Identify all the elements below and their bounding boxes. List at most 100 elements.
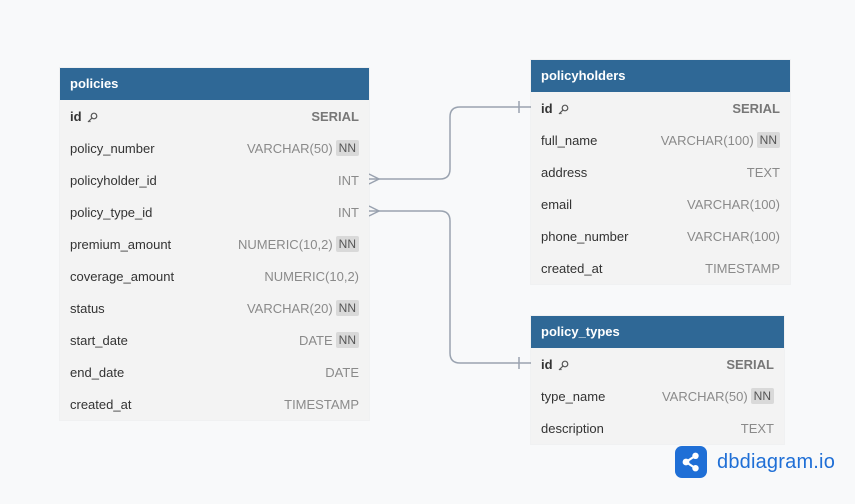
column-row-coverage-amount[interactable]: coverage_amount NUMERIC(10,2) (60, 260, 369, 292)
column-row-email[interactable]: email VARCHAR(100) (531, 188, 790, 220)
column-name-text: end_date (70, 364, 125, 380)
column-name-text: coverage_amount (70, 268, 175, 284)
column-name-text: status (70, 300, 105, 316)
column-type: NUMERIC(10,2) (264, 269, 359, 284)
column-row-id[interactable]: id SERIAL (531, 92, 790, 124)
column-row-address[interactable]: address TEXT (531, 156, 790, 188)
column-type-text: VARCHAR(100) (687, 228, 780, 244)
column-name: policy_type_id (70, 205, 152, 220)
column-row-phone-number[interactable]: phone_number VARCHAR(100) (531, 220, 790, 252)
table-columns: id SERIAL type_name VARCHAR(50)NN descriptio… (531, 348, 784, 444)
table-header-policy-types[interactable]: policy_types (531, 316, 784, 348)
column-row-policy-type-id[interactable]: policy_type_id INT (60, 196, 369, 228)
column-type-text: VARCHAR(20) (246, 300, 333, 316)
table-header-policies[interactable]: policies (60, 68, 369, 100)
column-name-text: premium_amount (70, 236, 172, 252)
relation-policyholder[interactable] (369, 106, 531, 180)
share-nodes-icon (675, 446, 707, 478)
column-name: id (541, 357, 569, 372)
column-type-text: DATE (325, 364, 359, 380)
column-name: email (541, 197, 572, 212)
column-row-id[interactable]: id SERIAL (60, 100, 369, 132)
column-name: description (541, 421, 604, 436)
column-row-id[interactable]: id SERIAL (531, 348, 784, 380)
column-type-text: DATE (298, 332, 333, 348)
crowfoot-many-policy-type (368, 205, 381, 217)
table-header-policyholders[interactable]: policyholders (531, 60, 790, 92)
column-name: premium_amount (70, 237, 171, 252)
column-name: policy_number (70, 141, 155, 156)
column-type: TIMESTAMP (705, 261, 780, 276)
column-row-policyholder-id[interactable]: policyholder_id INT (60, 164, 369, 196)
column-name-text: phone_number (541, 228, 629, 244)
column-name: status (70, 301, 105, 316)
column-type: SERIAL (311, 109, 359, 124)
column-type-text: TIMESTAMP (284, 396, 359, 412)
column-type-text: VARCHAR(50) (246, 140, 333, 156)
key-icon (87, 111, 98, 122)
column-row-created-at[interactable]: created_at TIMESTAMP (60, 388, 369, 420)
column-row-premium-amount[interactable]: premium_amount NUMERIC(10,2)NN (60, 228, 369, 260)
column-name-text: start_date (70, 332, 128, 348)
column-name: policyholder_id (70, 173, 157, 188)
column-type-text: NUMERIC(10,2) (264, 268, 359, 284)
column-type-text: TIMESTAMP (705, 260, 780, 276)
column-type: VARCHAR(100)NN (661, 132, 780, 148)
not-null-badge: NN (756, 132, 780, 148)
column-row-type-name[interactable]: type_name VARCHAR(50)NN (531, 380, 784, 412)
not-null-badge: NN (335, 236, 359, 252)
column-row-description[interactable]: description TEXT (531, 412, 784, 444)
column-type: INT (338, 173, 359, 188)
not-null-badge: NN (335, 300, 359, 316)
column-row-status[interactable]: status VARCHAR(20)NN (60, 292, 369, 324)
not-null-badge: NN (335, 332, 359, 348)
relation-policy-type[interactable] (369, 210, 531, 364)
column-type-text: INT (338, 204, 359, 220)
column-type-text: SERIAL (732, 100, 780, 116)
column-name: type_name (541, 389, 605, 404)
brand-logo[interactable]: dbdiagram.io (675, 446, 835, 478)
column-name-text: address (541, 164, 588, 180)
crowfoot-many-policyholder (368, 173, 381, 185)
table-policy-types[interactable]: policy_types id SERIAL type_name VARCHAR(50… (531, 316, 784, 444)
column-type-text: VARCHAR(50) (661, 388, 748, 404)
column-name: id (70, 109, 98, 124)
column-name-text: description (541, 420, 604, 436)
column-type: VARCHAR(50)NN (662, 388, 774, 404)
column-type: INT (338, 205, 359, 220)
column-row-full-name[interactable]: full_name VARCHAR(100)NN (531, 124, 790, 156)
column-type: TEXT (741, 421, 774, 436)
column-name: start_date (70, 333, 128, 348)
column-type-text: INT (338, 172, 359, 188)
column-row-end-date[interactable]: end_date DATE (60, 356, 369, 388)
column-name: coverage_amount (70, 269, 174, 284)
not-null-badge: NN (335, 140, 359, 156)
column-row-policy-number[interactable]: policy_number VARCHAR(50)NN (60, 132, 369, 164)
column-name: phone_number (541, 229, 628, 244)
column-type: VARCHAR(20)NN (247, 300, 359, 316)
key-icon (558, 359, 569, 370)
column-name: created_at (70, 397, 131, 412)
brand-name: dbdiagram.io (717, 450, 836, 473)
column-name: id (541, 101, 569, 116)
key-icon (558, 103, 569, 114)
column-name-text: full_name (541, 132, 598, 148)
column-type-text: VARCHAR(100) (660, 132, 754, 148)
column-name-text: created_at (70, 396, 132, 412)
column-name-text: email (541, 196, 573, 212)
column-type: VARCHAR(100) (687, 229, 780, 244)
column-type: TIMESTAMP (284, 397, 359, 412)
table-policies[interactable]: policies id SERIAL policy_number VARCHAR(50… (60, 68, 369, 420)
column-type: SERIAL (732, 101, 780, 116)
column-type-text: SERIAL (311, 108, 359, 124)
column-type: VARCHAR(100) (687, 197, 780, 212)
column-type-text: NUMERIC(10,2) (238, 236, 333, 252)
column-name: created_at (541, 261, 602, 276)
column-type: SERIAL (726, 357, 774, 372)
column-type-text: TEXT (746, 164, 780, 180)
column-row-created-at[interactable]: created_at TIMESTAMP (531, 252, 790, 284)
